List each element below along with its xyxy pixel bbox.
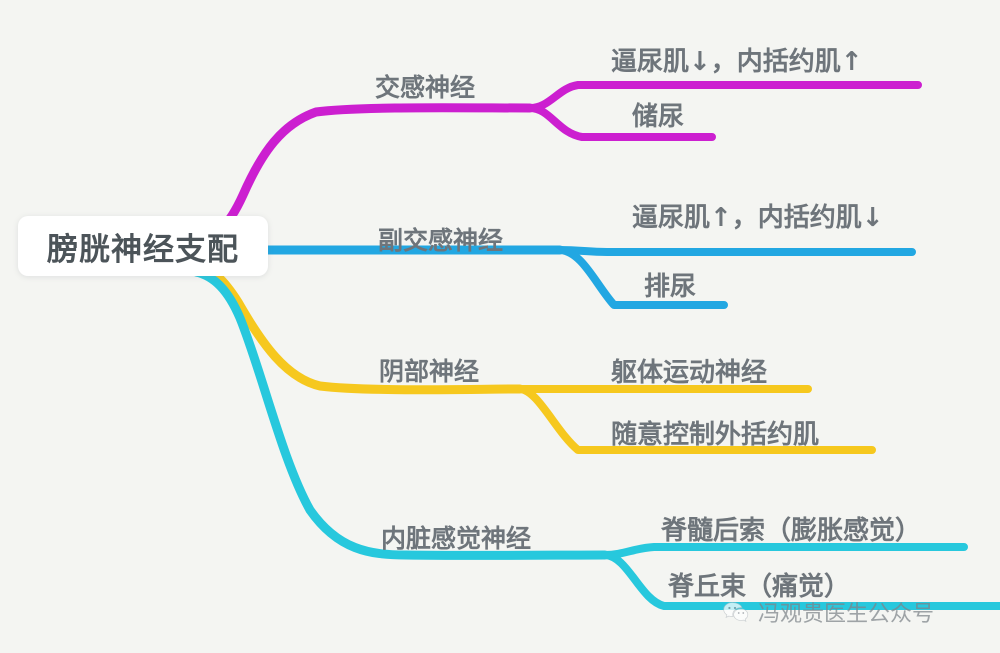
branch-label-visceral-sensory[interactable]: 内脏感觉神经 (381, 524, 532, 553)
wire-pudendal-trunk (191, 261, 525, 395)
wechat-icon (723, 601, 749, 622)
root-node-label: 膀胱神经支配 (47, 231, 239, 268)
leaf-label-pudendal-2[interactable]: 随意控制外括约肌 (611, 420, 820, 450)
wire-sympathetic-child-1 (526, 81, 922, 112)
wire-parasympathetic-child-2 (556, 246, 728, 309)
leaf-label-parasympathetic-2[interactable]: 排尿 (644, 272, 697, 302)
wire-pudendal-child-2 (516, 385, 876, 454)
leaf-label-visceral-1[interactable]: 脊髓后索（膨胀感觉） (661, 516, 922, 546)
wire-parasympathetic (191, 245, 916, 309)
leaf-label-pudendal-1[interactable]: 躯体运动神经 (611, 358, 768, 388)
branch-label-pudendal[interactable]: 阴部神经 (379, 357, 480, 386)
leaf-label-parasympathetic-1[interactable]: 逼尿肌↑，内括约肌↓ (632, 203, 884, 233)
wire-visceral-child-2 (601, 551, 1000, 610)
root-node[interactable]: 膀胱神经支配 (18, 216, 268, 276)
branch-label-sympathetic[interactable]: 交感神经 (375, 73, 476, 102)
wire-sympathetic-child-2 (526, 104, 716, 141)
wire-visceral-child-1 (601, 543, 968, 559)
watermark-text: 冯观贵医生公众号 (758, 602, 935, 627)
leaf-label-visceral-2[interactable]: 脊丘束（痛觉） (668, 572, 851, 602)
leaf-label-sympathetic-1[interactable]: 逼尿肌↓，内括约肌↑ (611, 47, 863, 77)
wire-visceral-sensory (191, 267, 1000, 610)
wire-visceral-trunk (191, 267, 610, 560)
wire-pudendal (191, 261, 876, 454)
leaf-label-sympathetic-2[interactable]: 储尿 (632, 102, 685, 132)
branch-label-parasympathetic[interactable]: 副交感神经 (378, 226, 504, 255)
wire-parasympathetic-child-1 (556, 246, 916, 256)
watermark: 冯观贵医生公众号 (722, 596, 934, 628)
